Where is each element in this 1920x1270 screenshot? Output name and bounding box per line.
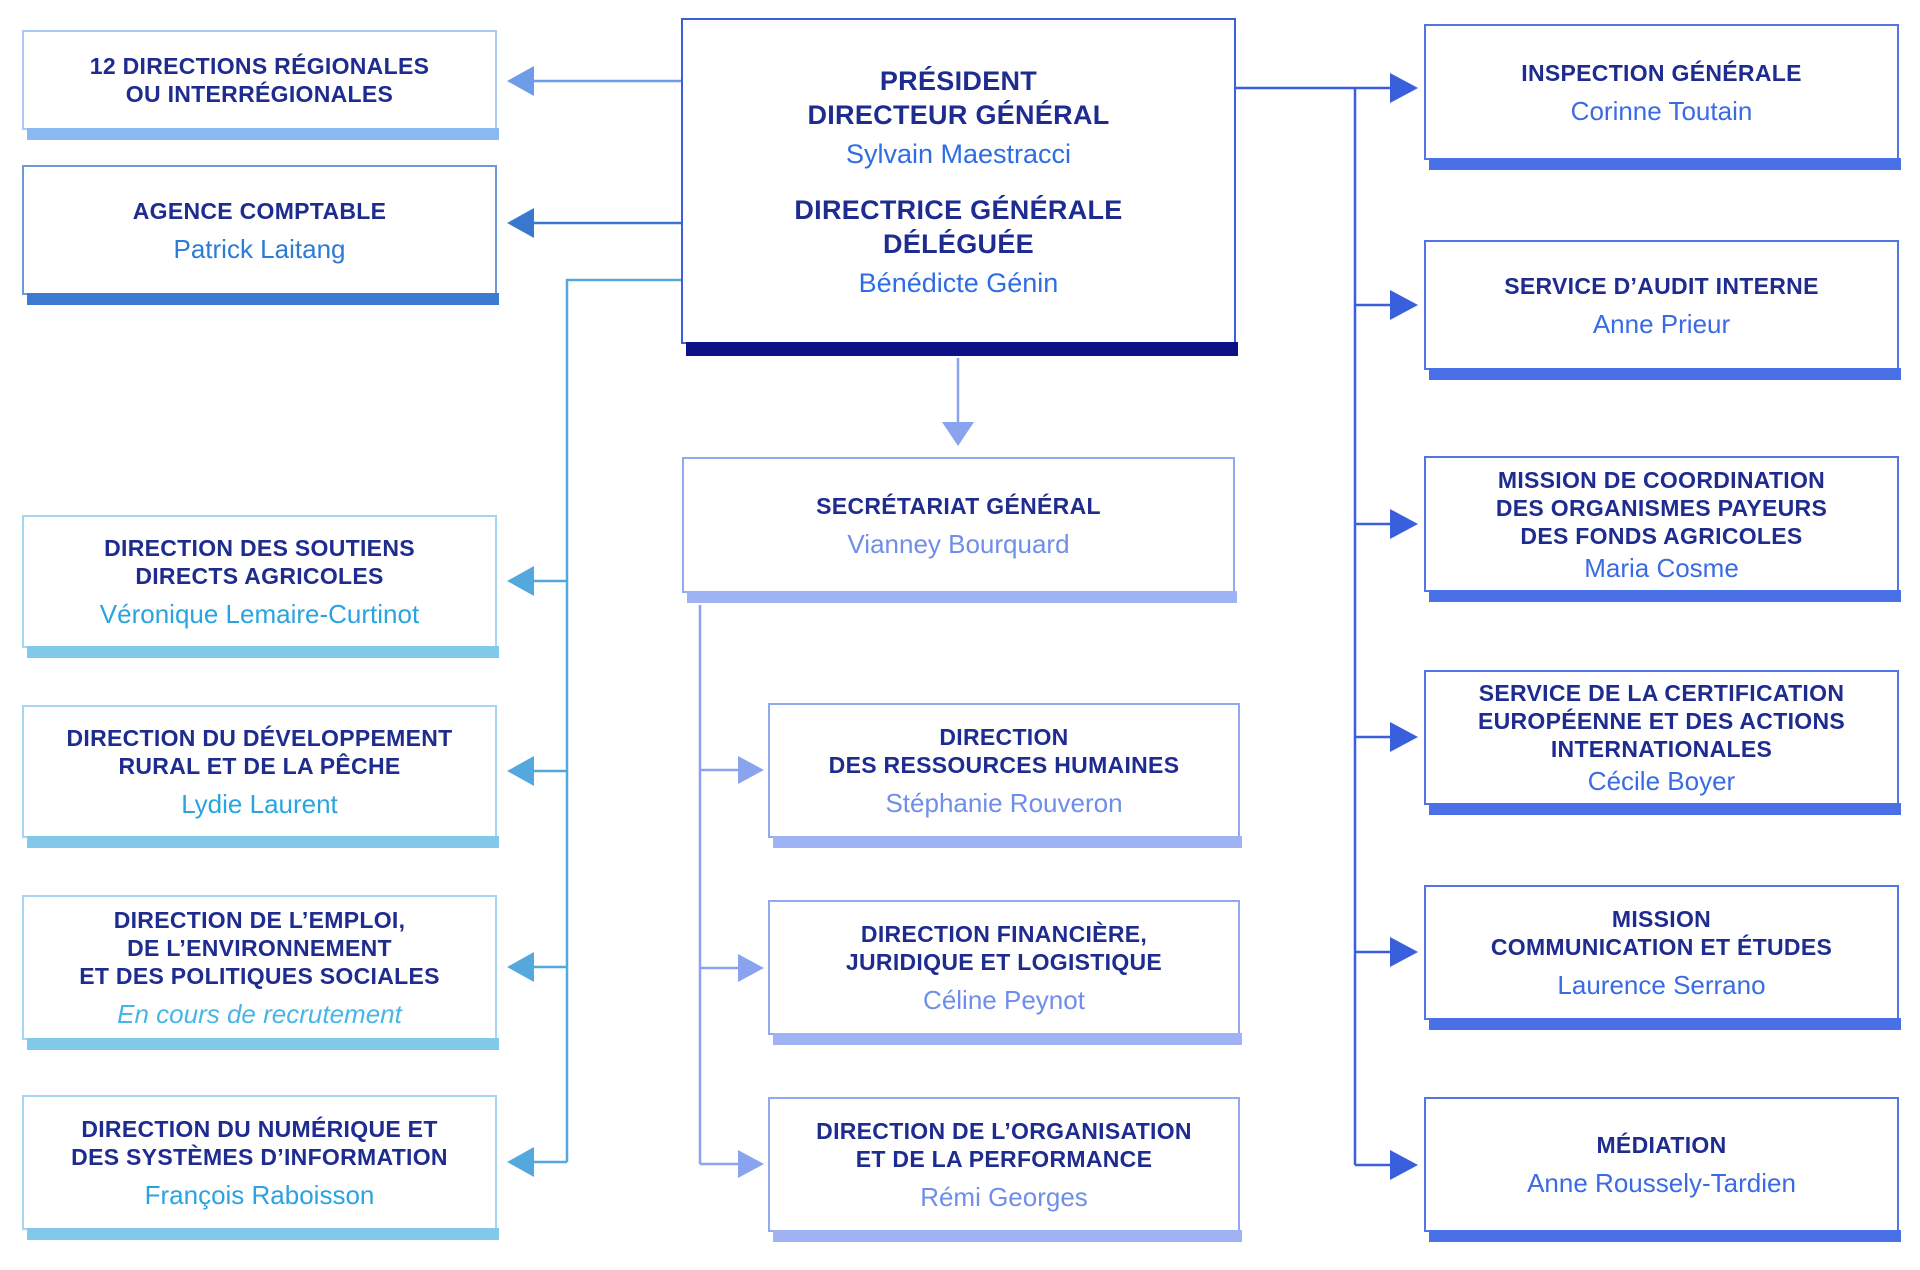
unit-head-name: Céline Peynot [923, 985, 1085, 1015]
unit-head-name: Anne Roussely-Tardien [1527, 1168, 1796, 1198]
unit-title: AGENCE COMPTABLE [132, 197, 387, 224]
unit-title: SECRÉTARIAT GÉNÉRAL [816, 492, 1101, 519]
box-direction-financiere-juridique: DIRECTION FINANCIÈRE,JURIDIQUE ET LOGIST… [768, 900, 1242, 1045]
unit-head-name: Stéphanie Rouveron [885, 788, 1123, 818]
unit-title: DIRECTION DE L’EMPLOI,DE L’ENVIRONNEMENT… [79, 907, 440, 989]
unit-vacancy-note: En cours de recrutement [117, 999, 402, 1029]
unit-title: INSPECTION GÉNÉRALE [1521, 59, 1802, 86]
unit-head-name: Véronique Lemaire-Curtinot [99, 599, 420, 629]
unit-title: SERVICE D’AUDIT INTERNE [1504, 272, 1819, 299]
box-inspection-generale: INSPECTION GÉNÉRALE Corinne Toutain [1424, 24, 1901, 170]
box-agence-comptable: AGENCE COMPTABLE Patrick Laitang [22, 165, 499, 305]
unit-head-name: Rémi Georges [920, 1182, 1088, 1212]
box-direction-emploi-environnement: DIRECTION DE L’EMPLOI,DE L’ENVIRONNEMENT… [22, 895, 499, 1050]
unit-head-name: François Raboisson [144, 1180, 375, 1210]
unit-head-name: Corinne Toutain [1570, 95, 1753, 126]
unit-head-name: Maria Cosme [1584, 552, 1739, 583]
unit-head-name: Cécile Boyer [1587, 766, 1736, 796]
box-mediation: MÉDIATION Anne Roussely-Tardien [1424, 1097, 1901, 1242]
box-service-audit-interne: SERVICE D’AUDIT INTERNE Anne Prieur [1424, 240, 1901, 380]
box-secretariat-general: SECRÉTARIAT GÉNÉRAL Vianney Bourquard [682, 457, 1237, 603]
unit-head-name: Lydie Laurent [181, 789, 338, 819]
unit-head-name: Patrick Laitang [173, 233, 346, 264]
unit-title: DIRECTION FINANCIÈRE,JURIDIQUE ET LOGIST… [845, 921, 1163, 975]
unit-head-name: Vianney Bourquard [847, 528, 1070, 559]
unit-head-name: Laurence Serrano [1557, 970, 1766, 1000]
president-name: Sylvain Maestracci [845, 139, 1072, 169]
directrice-deleguee-name: Bénédicte Génin [858, 268, 1059, 298]
unit-head-name: Anne Prieur [1592, 308, 1731, 339]
unit-title: MÉDIATION [1596, 1132, 1727, 1158]
